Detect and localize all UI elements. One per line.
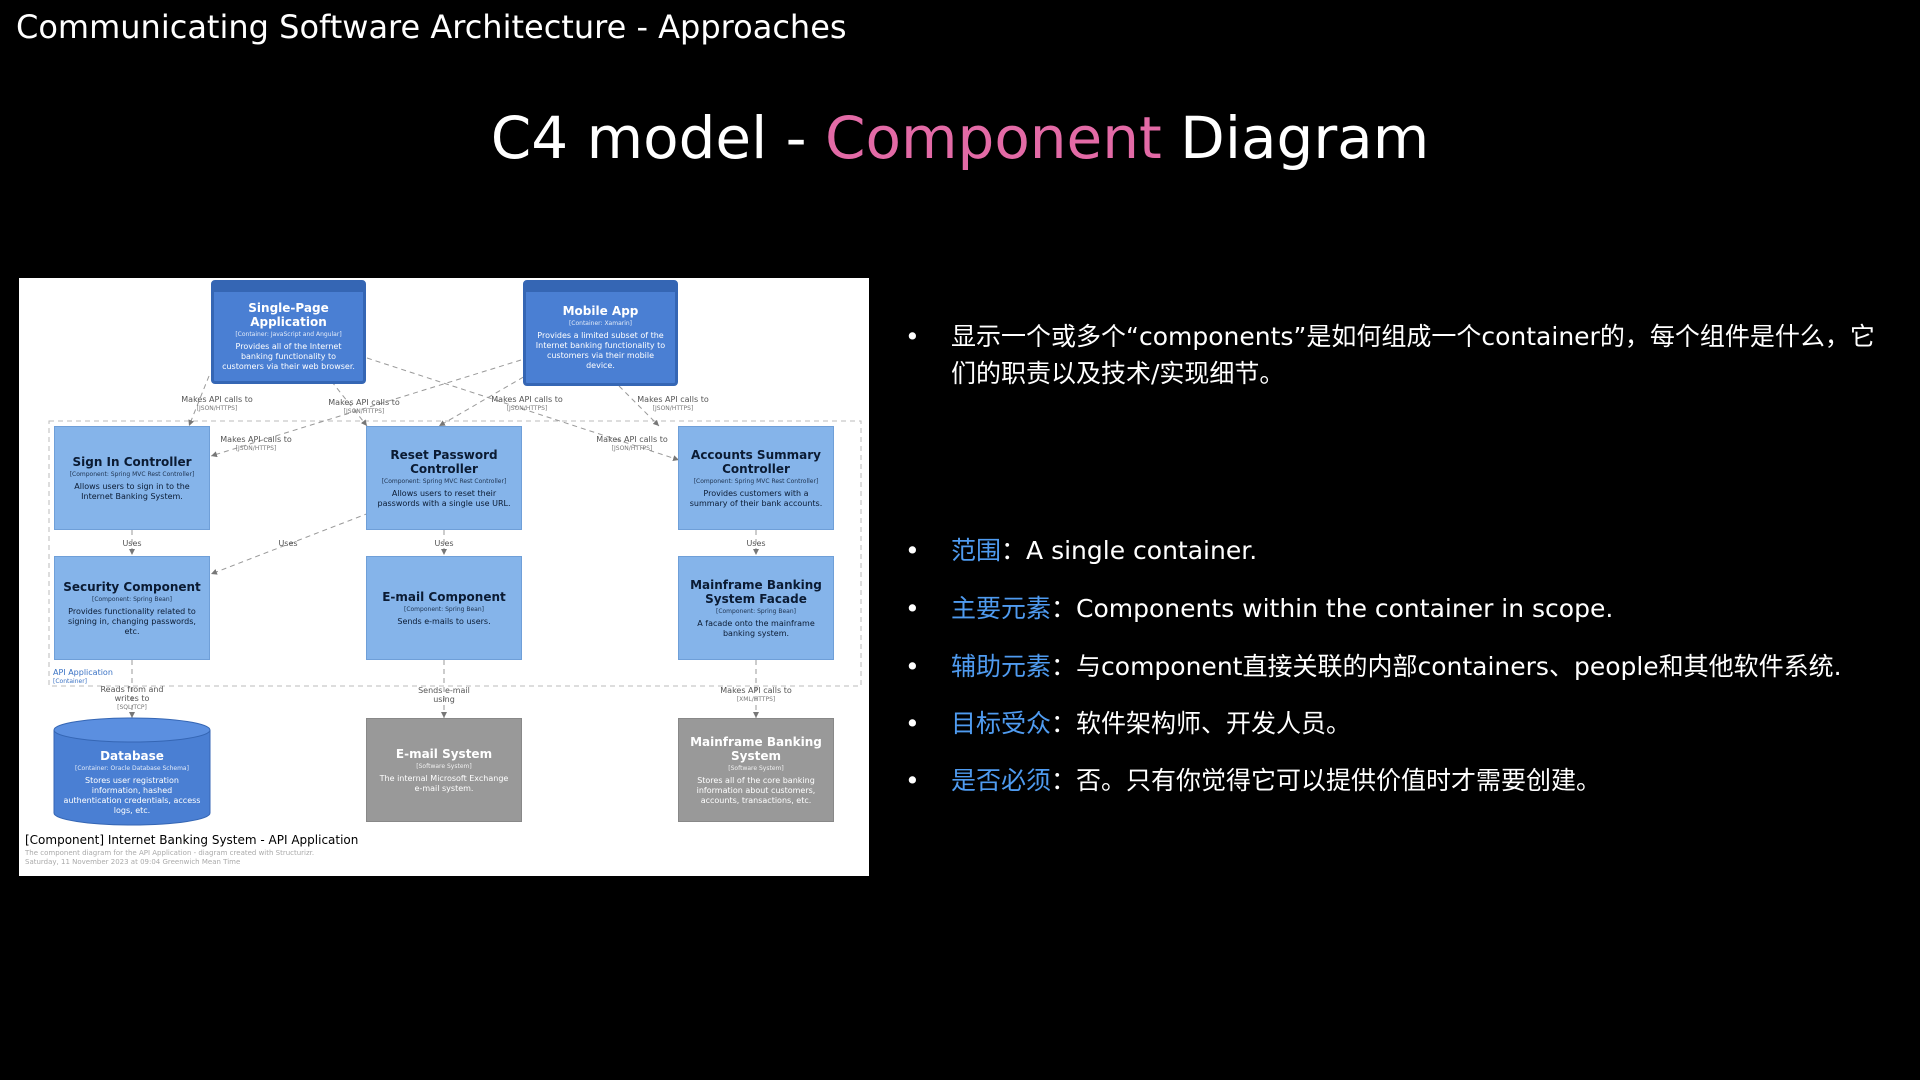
bullet-dot-icon: • bbox=[905, 709, 920, 738]
bullet-item: • 是否必须：否。只有你觉得它可以提供价值时才需要创建。 bbox=[905, 762, 1885, 799]
node-emailsys-title: E-mail System bbox=[395, 746, 493, 761]
slide-title: C4 model - Component Diagram bbox=[0, 104, 1920, 172]
boundary-label: API Application[Container] bbox=[53, 668, 113, 685]
database-cylinder bbox=[53, 717, 211, 826]
edge-label: Makes API calls to[JSON/HTTPS] bbox=[491, 395, 563, 412]
node-security-desc: Provides functionality related to signin… bbox=[68, 606, 196, 636]
bullet-dot-icon: • bbox=[905, 652, 920, 681]
diagram-lines bbox=[48, 352, 862, 826]
edge-reset-security bbox=[210, 512, 370, 575]
node-accounts-desc: Provides customers with a summary of the… bbox=[689, 488, 823, 508]
edge-mobile-signin bbox=[210, 359, 522, 458]
node-database[interactable]: Database [Container: Oracle Database Sch… bbox=[54, 718, 210, 826]
bullet-key: 辅助元素 bbox=[951, 652, 1052, 681]
edge-label: Uses bbox=[434, 539, 454, 548]
node-security[interactable]: Security Component [Component: Spring Be… bbox=[54, 556, 210, 660]
node-email-desc: Sends e-mails to users. bbox=[397, 616, 491, 626]
edge-label: Makes API calls to[JSON/HTTPS] bbox=[596, 435, 668, 452]
node-signin-type: [Component: Spring MVC Rest Controller] bbox=[69, 470, 195, 478]
bullet-dot-icon: • bbox=[905, 322, 920, 351]
node-emailsys-desc: The internal Microsoft Exchange e-mail s… bbox=[379, 773, 509, 793]
node-signin-title: Sign In Controller bbox=[72, 454, 192, 469]
bullet-text: 与component直接关联的内部containers、people和其他软件系… bbox=[1076, 652, 1842, 681]
bullet-item: • 范围：A single container. bbox=[905, 532, 1885, 569]
node-facade-desc: A facade onto the mainframe banking syst… bbox=[697, 618, 815, 638]
node-email-type: [Component: Spring Bean] bbox=[403, 605, 484, 613]
node-signin[interactable]: Sign In Controller [Component: Spring MV… bbox=[54, 426, 210, 530]
bullet-item: • 辅助元素：与component直接关联的内部containers、peopl… bbox=[905, 648, 1885, 685]
edge-label: Uses bbox=[122, 539, 142, 548]
title-suffix: Diagram bbox=[1161, 104, 1430, 172]
node-mainframe-desc: Stores all of the core banking informati… bbox=[696, 775, 816, 805]
node-accounts[interactable]: Accounts Summary Controller [Component: … bbox=[678, 426, 834, 530]
edge-mobile-accounts bbox=[618, 385, 660, 427]
bullet-dot-icon: • bbox=[905, 536, 920, 565]
bullet-key: 目标受众 bbox=[951, 709, 1052, 738]
node-facade-type: [Component: Spring Bean] bbox=[715, 607, 796, 615]
title-accent: Component bbox=[825, 104, 1162, 172]
node-mainframe-title: Mainframe Banking System bbox=[690, 734, 822, 763]
node-mobile-desc: Provides a limited subset of the Interne… bbox=[535, 331, 666, 370]
node-facade[interactable]: Mainframe Banking System Facade [Compone… bbox=[678, 556, 834, 660]
node-reset-title: Reset Password Controller bbox=[390, 447, 498, 476]
node-email-title: E-mail Component bbox=[382, 589, 506, 604]
diagram-subcaption: The component diagram for the API Applic… bbox=[25, 849, 315, 866]
node-email[interactable]: E-mail Component [Component: Spring Bean… bbox=[366, 556, 522, 660]
deck-title: Communicating Software Architecture - Ap… bbox=[16, 8, 847, 46]
bullet-dot-icon: • bbox=[905, 766, 920, 795]
edge-label: Makes API calls to[JSON/HTTPS] bbox=[181, 395, 253, 412]
bullet-key: 主要元素 bbox=[951, 594, 1052, 623]
bullet-item: • 目标受众：软件架构师、开发人员。 bbox=[905, 705, 1885, 742]
boundary-box bbox=[48, 420, 862, 687]
bullet-item: • 显示一个或多个“components”是如何组成一个container的，每… bbox=[905, 318, 1885, 392]
node-accounts-type: [Component: Spring MVC Rest Controller] bbox=[693, 477, 819, 485]
node-reset-desc: Allows users to reset their passwords wi… bbox=[377, 488, 511, 508]
node-accounts-title: Accounts Summary Controller bbox=[691, 447, 821, 476]
node-facade-title: Mainframe Banking System Facade bbox=[690, 577, 822, 606]
node-mobile[interactable]: Mobile App [Container: Xamarin] Provides… bbox=[523, 280, 678, 386]
node-spa[interactable]: Single-Page Application [Container: Java… bbox=[211, 280, 366, 384]
node-database-type: [Container: Oracle Database Schema] bbox=[75, 764, 189, 772]
edge-label: Makes API calls to[JSON/HTTPS] bbox=[637, 395, 709, 412]
node-mobile-title: Mobile App bbox=[562, 304, 639, 318]
edge-spa-accounts bbox=[366, 357, 680, 461]
node-spa-desc: Provides all of the Internet banking fun… bbox=[222, 342, 355, 371]
edge-mobile-reset bbox=[438, 367, 540, 427]
bullet-item: • 主要元素：Components within the container i… bbox=[905, 590, 1885, 627]
node-database-desc: Stores user registration information, ha… bbox=[63, 775, 201, 815]
node-security-type: [Component: Spring Bean] bbox=[91, 595, 172, 603]
bullet-text: A single container. bbox=[1026, 536, 1258, 565]
edge-label: Makes API calls to[XML/HTTPS] bbox=[720, 686, 792, 703]
bullet-text: 否。只有你觉得它可以提供价值时才需要创建。 bbox=[1076, 766, 1602, 795]
title-prefix: C4 model - bbox=[490, 104, 826, 172]
node-spa-type: [Container: JavaScript and Angular] bbox=[235, 331, 342, 338]
node-security-title: Security Component bbox=[63, 579, 201, 594]
node-mobile-type: [Container: Xamarin] bbox=[568, 320, 633, 327]
edge-label: Makes API calls to[JSON/HTTPS] bbox=[328, 398, 400, 415]
bullet-text: 显示一个或多个“components”是如何组成一个container的，每个组… bbox=[951, 322, 1875, 388]
node-signin-desc: Allows users to sign in to the Internet … bbox=[74, 481, 190, 501]
node-reset-type: [Component: Spring MVC Rest Controller] bbox=[381, 477, 507, 485]
edge-label: Uses bbox=[746, 539, 766, 548]
edge-label: Uses bbox=[278, 539, 298, 548]
node-database-title: Database bbox=[100, 748, 164, 763]
edge-label: Sends e-mail using bbox=[418, 686, 470, 704]
node-reset[interactable]: Reset Password Controller [Component: Sp… bbox=[366, 426, 522, 530]
edge-spa-reset bbox=[308, 352, 368, 427]
node-mainframe-type: [Software System] bbox=[728, 764, 784, 772]
component-diagram: Single-Page Application [Container: Java… bbox=[19, 278, 869, 876]
bullet-text: 软件架构师、开发人员。 bbox=[1076, 709, 1352, 738]
diagram-caption: [Component] Internet Banking System - AP… bbox=[25, 833, 359, 847]
node-emailsys-type: [Software System] bbox=[416, 762, 472, 770]
node-mainframe[interactable]: Mainframe Banking System [Software Syste… bbox=[678, 718, 834, 822]
bullet-key: 范围 bbox=[951, 536, 1002, 565]
bullet-dot-icon: • bbox=[905, 594, 920, 623]
node-spa-title: Single-Page Application bbox=[248, 301, 329, 329]
bullet-key: 是否必须 bbox=[951, 766, 1052, 795]
bullet-text: Components within the container in scope… bbox=[1076, 594, 1614, 623]
node-emailsys[interactable]: E-mail System [Software System] The inte… bbox=[366, 718, 522, 822]
edge-label: Reads from and writes to[SQL/TCP] bbox=[100, 685, 164, 711]
edge-label: Makes API calls to[JSON/HTTPS] bbox=[220, 435, 292, 452]
